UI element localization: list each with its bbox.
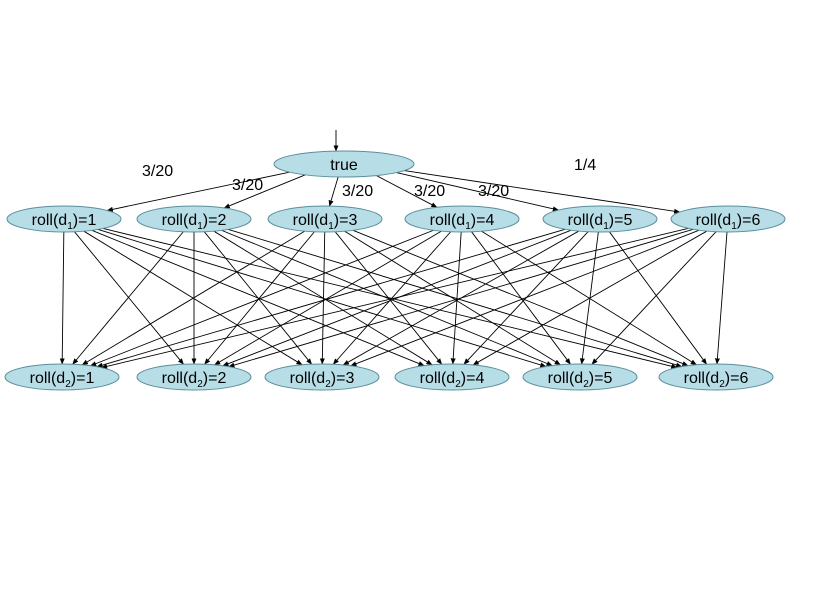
edge-a2-b6 xyxy=(228,228,683,368)
node-label-a6: roll(d1)=6 xyxy=(696,212,761,232)
edge-a2-b4 xyxy=(213,230,433,366)
node-label-b1: roll(d2)=1 xyxy=(30,370,95,390)
edge-a1-b5 xyxy=(97,228,547,368)
node-a1: roll(d1)=1 xyxy=(6,205,122,233)
edge-root-a4 xyxy=(376,175,438,208)
node-b5: roll(d2)=5 xyxy=(522,363,638,391)
edge-a6-b4 xyxy=(472,230,708,366)
edge-root-a3 xyxy=(328,176,339,207)
node-b1: roll(d2)=1 xyxy=(4,363,120,391)
edge-a6-b3 xyxy=(350,229,700,367)
edge-label-root-a2: 3/20 xyxy=(232,177,263,194)
node-shape-a2 xyxy=(136,205,252,233)
edge-a6-b6 xyxy=(714,231,728,365)
node-a4: roll(d1)=4 xyxy=(404,205,520,233)
edge-a4-b5 xyxy=(471,231,571,365)
edge-label-root-a4: 3/20 xyxy=(414,183,445,200)
node-shape-a4 xyxy=(404,205,520,233)
edges-layer xyxy=(59,130,728,369)
nodes-layer: true roll(d1)=1 roll(d1)=2 roll(d1)=3 roll(d… xyxy=(4,150,786,391)
edge-a6-b1 xyxy=(100,227,689,369)
node-b3: roll(d2)=3 xyxy=(264,363,380,391)
node-label-b3: roll(d2)=3 xyxy=(290,370,355,390)
node-label-b2: roll(d2)=2 xyxy=(162,370,227,390)
edge-root-a6 xyxy=(404,170,681,214)
node-b4: roll(d2)=4 xyxy=(394,363,510,391)
node-a2: roll(d1)=2 xyxy=(136,205,252,233)
edge-a3-b2 xyxy=(204,231,315,365)
edge-root-a1 xyxy=(106,171,290,212)
node-shape-root xyxy=(273,150,415,178)
edge-a5-b2 xyxy=(222,229,572,367)
node-label-a1: roll(d1)=1 xyxy=(32,212,97,232)
edge-root-a5 xyxy=(396,172,560,212)
edge-a3-b1 xyxy=(81,230,306,366)
node-label-b5: roll(d2)=5 xyxy=(548,370,613,390)
node-label-a3: roll(d1)=3 xyxy=(293,212,358,232)
node-shape-b5 xyxy=(522,363,638,391)
edge-a2-b1 xyxy=(72,231,184,365)
node-label-root: true xyxy=(330,157,358,174)
edge-a4-b3 xyxy=(332,231,452,365)
edge-a4-b6 xyxy=(481,230,697,366)
node-shape-a1 xyxy=(6,205,122,233)
node-label-a4: roll(d1)=4 xyxy=(430,212,495,232)
node-label-b6: roll(d2)=6 xyxy=(684,370,749,390)
edge-a6-b5 xyxy=(591,231,717,365)
node-shape-a6 xyxy=(670,205,786,233)
edge-a2-b5 xyxy=(221,229,553,367)
node-b2: roll(d2)=2 xyxy=(136,363,252,391)
edge-label-root-a5: 3/20 xyxy=(478,183,509,200)
node-label-a5: roll(d1)=5 xyxy=(568,212,633,232)
node-shape-b4 xyxy=(394,363,510,391)
node-shape-b1 xyxy=(4,363,120,391)
edge-label-root-a6: 1/4 xyxy=(574,157,596,174)
node-label-b4: roll(d2)=4 xyxy=(420,370,485,390)
edge-root-a2 xyxy=(223,174,306,209)
node-shape-a5 xyxy=(542,205,658,233)
node-shape-b2 xyxy=(136,363,252,391)
node-shape-b3 xyxy=(264,363,380,391)
edge-label-root-a3: 3/20 xyxy=(342,183,373,200)
node-a5: roll(d1)=5 xyxy=(542,205,658,233)
edge-a4-b1 xyxy=(89,229,434,367)
edge-a4-b4 xyxy=(450,231,462,365)
edge-a1-b2 xyxy=(74,231,184,365)
edge-a1-b6 xyxy=(102,228,678,369)
node-root: true xyxy=(273,150,415,178)
edge-a3-b3 xyxy=(319,231,326,365)
edge-label-root-a1: 3/20 xyxy=(142,163,173,180)
edge-a4-b2 xyxy=(214,230,442,366)
edge-a3-b4 xyxy=(334,231,443,365)
edge-a6-b2 xyxy=(228,228,694,368)
edge-a1-b1 xyxy=(59,231,65,365)
edge-a5-b6 xyxy=(609,231,707,365)
edge-a5-b1 xyxy=(96,228,566,368)
node-a3: roll(d1)=3 xyxy=(267,205,383,233)
edge-a3-b5 xyxy=(344,230,561,366)
node-shape-a3 xyxy=(267,205,383,233)
node-label-a2: roll(d1)=2 xyxy=(162,212,227,232)
edge-a2-b3 xyxy=(204,231,313,365)
edge-labels-layer: 3/20 3/20 3/20 3/20 3/20 1/4 xyxy=(142,157,596,200)
node-shape-b6 xyxy=(658,363,774,391)
node-a6: roll(d1)=6 xyxy=(670,205,786,233)
node-b6: roll(d2)=6 xyxy=(658,363,774,391)
